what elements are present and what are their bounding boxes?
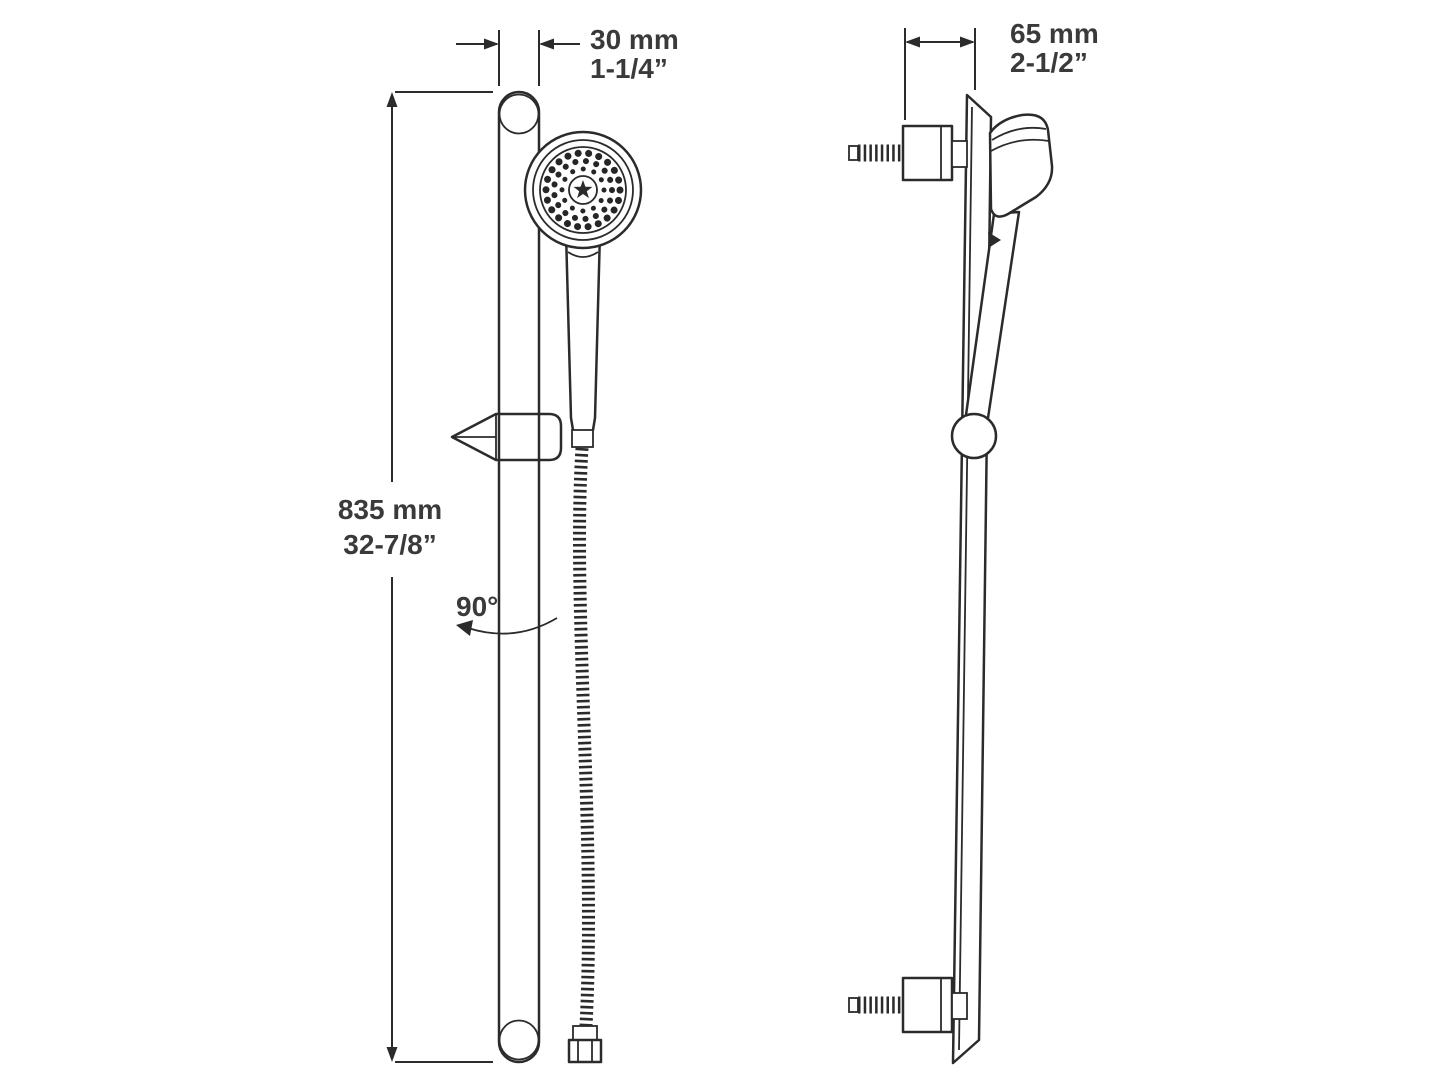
hub-star-icon bbox=[573, 180, 593, 199]
hose-nut bbox=[567, 1038, 603, 1064]
slide-bar-bottom-cap bbox=[498, 1019, 540, 1061]
mount-neck bbox=[951, 140, 968, 168]
height-imperial-label: 32-7/8” bbox=[343, 529, 436, 560]
arrowhead-right bbox=[960, 36, 975, 48]
showerhead-face bbox=[523, 130, 643, 250]
head-faceplate-ring bbox=[539, 146, 627, 234]
swivel-arc bbox=[467, 617, 558, 635]
screw-tip bbox=[848, 145, 859, 161]
nozzle-ring-middle bbox=[551, 158, 615, 222]
arrowhead-up bbox=[386, 92, 398, 107]
spray-selector-detail bbox=[988, 232, 1001, 247]
hose-coil bbox=[573, 447, 595, 1027]
nozzle-ring-outer bbox=[542, 149, 624, 231]
slide-bar-top-cap bbox=[498, 93, 540, 135]
nozzle-ring-inner bbox=[559, 166, 607, 214]
holder-outline bbox=[450, 412, 563, 462]
side-plate bbox=[951, 93, 993, 1065]
handle-detail-line bbox=[567, 251, 599, 258]
dimension-height bbox=[386, 91, 493, 1063]
front-width-metric-label: 30 mm bbox=[590, 24, 679, 55]
head-inner-rim bbox=[532, 139, 634, 241]
mount-cup bbox=[901, 976, 954, 1034]
screw-tip bbox=[848, 997, 859, 1013]
head-face-line-2 bbox=[990, 138, 1050, 152]
plate-edge-line bbox=[958, 106, 973, 1051]
front-view: 30 mm 1-1/4” 835 mm 32-7/8” 90° bbox=[338, 24, 679, 1064]
top-wall-mount bbox=[848, 124, 968, 182]
arrowhead-down bbox=[386, 1047, 398, 1062]
handshower-side-profile bbox=[950, 113, 1054, 460]
bottom-wall-mount bbox=[848, 976, 968, 1034]
side-depth-metric-label: 65 mm bbox=[1010, 18, 1099, 49]
head-profile bbox=[988, 113, 1054, 218]
holder-ball-joint bbox=[950, 412, 998, 460]
slide-bar bbox=[497, 90, 541, 1064]
swivel-annotation bbox=[456, 617, 558, 636]
side-view: 65 mm 2-1/2” bbox=[848, 18, 1099, 1065]
handshower-handle bbox=[564, 230, 602, 448]
handle-hose-connector bbox=[571, 429, 594, 448]
swivel-arrowhead bbox=[456, 620, 473, 636]
front-width-imperial-label: 1-1/4” bbox=[590, 53, 668, 84]
height-metric-label: 835 mm bbox=[338, 494, 442, 525]
dimension-side-depth bbox=[904, 28, 976, 120]
arrowhead-right bbox=[484, 38, 499, 50]
shower-hose bbox=[567, 447, 603, 1064]
mount-neck bbox=[951, 992, 968, 1020]
side-depth-imperial-label: 2-1/2” bbox=[1010, 47, 1088, 78]
handle-outline bbox=[564, 230, 602, 436]
hose-collar bbox=[572, 1025, 598, 1041]
swivel-angle-label: 90° bbox=[456, 591, 498, 622]
mount-cup bbox=[901, 124, 954, 182]
dimension-front-width bbox=[456, 30, 580, 86]
slide-bar-body bbox=[497, 90, 541, 1064]
arrowhead-left bbox=[905, 36, 920, 48]
arrowhead-left bbox=[539, 38, 554, 50]
head-face-line bbox=[991, 126, 1047, 141]
plate-outline bbox=[951, 93, 993, 1065]
holder-bracket bbox=[450, 412, 563, 462]
